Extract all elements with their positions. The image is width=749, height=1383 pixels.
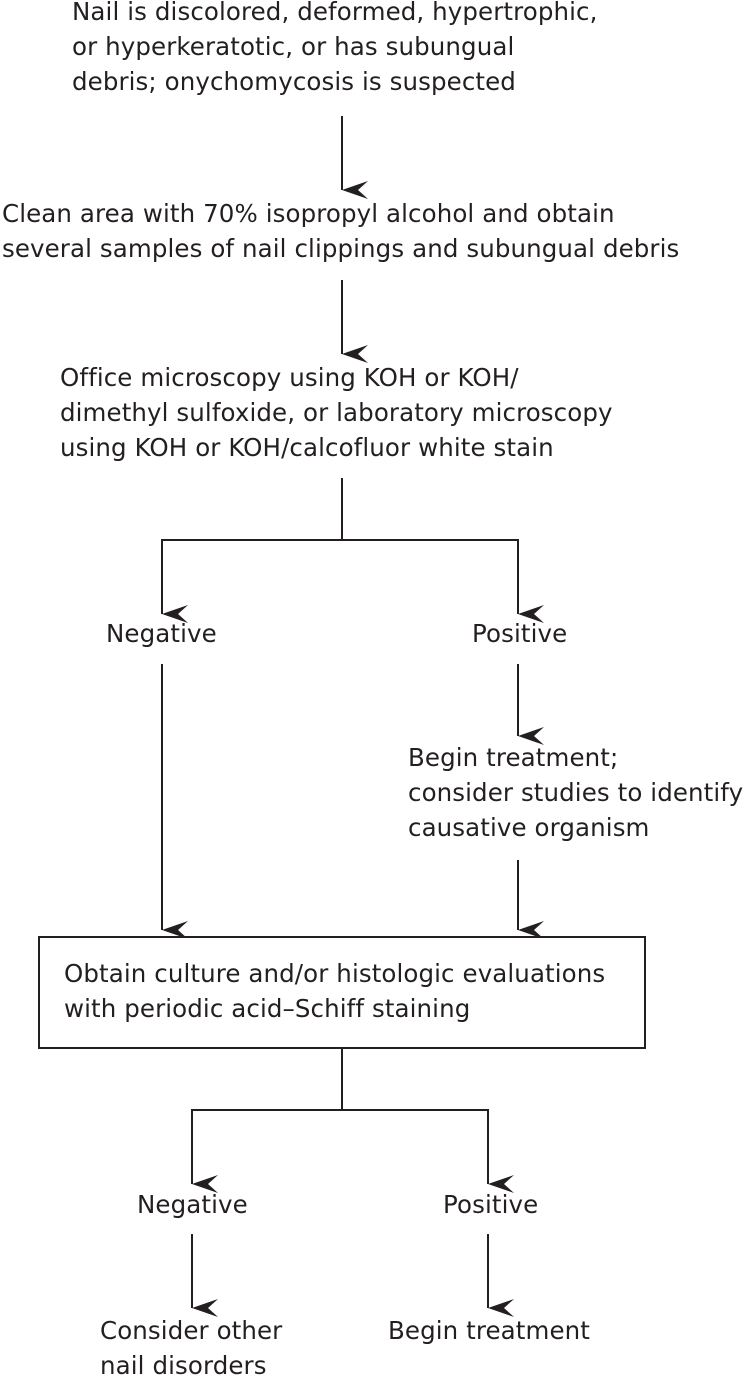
node-line: Consider other <box>100 1316 283 1345</box>
connector-microscopy-branch <box>161 478 343 614</box>
node-line: using KOH or KOH/calcofluor white stain <box>60 433 554 462</box>
node-begin-treatment: Begin treatment <box>388 1313 590 1348</box>
node-line: Office microscopy using KOH or KOH/ <box>60 363 519 392</box>
node-negative-microscopy: Negative <box>106 616 217 651</box>
node-consider-other-disorders: Consider other nail disorders <box>100 1313 282 1383</box>
node-positive-microscopy: Positive <box>472 616 567 651</box>
node-line: debris; onychomycosis is suspected <box>72 67 516 96</box>
node-onychomycosis-suspected: Nail is discolored, deformed, hypertroph… <box>72 0 597 99</box>
node-line: causative organism <box>408 813 650 842</box>
node-negative-culture: Negative <box>137 1187 248 1222</box>
node-culture-histology: Obtain culture and/or histologic evaluat… <box>64 956 605 1026</box>
node-label: Positive <box>472 619 568 648</box>
node-clean-and-sample: Clean area with 70% isopropyl alcohol an… <box>2 196 679 266</box>
node-microscopy: Office microscopy using KOH or KOH/ dime… <box>60 360 613 465</box>
node-label: Negative <box>137 1190 248 1219</box>
node-line: consider studies to identify <box>408 778 744 807</box>
node-line: Nail is discolored, deformed, hypertroph… <box>72 0 598 26</box>
node-line: Begin treatment; <box>408 743 619 772</box>
node-line: dimethyl sulfoxide, or laboratory micros… <box>60 398 613 427</box>
node-line: several samples of nail clippings and su… <box>2 234 680 263</box>
node-line: Obtain culture and/or histologic evaluat… <box>64 959 606 988</box>
node-line: Clean area with 70% isopropyl alcohol an… <box>2 199 615 228</box>
node-begin-treatment-studies: Begin treatment; consider studies to ide… <box>408 740 743 845</box>
connector-culture-branch-right <box>342 1109 489 1184</box>
connector-culture-branch <box>191 1048 343 1184</box>
node-label: Begin treatment <box>388 1316 590 1345</box>
node-label: Positive <box>443 1190 539 1219</box>
node-line: or hyperkeratotic, or has subungual <box>72 32 515 61</box>
node-line: with periodic acid–Schiff staining <box>64 994 471 1023</box>
connector-microscopy-branch-right <box>342 539 519 614</box>
culture-box <box>38 936 646 1049</box>
node-line: nail disorders <box>100 1351 267 1380</box>
node-positive-culture: Positive <box>443 1187 538 1222</box>
node-label: Negative <box>106 619 217 648</box>
